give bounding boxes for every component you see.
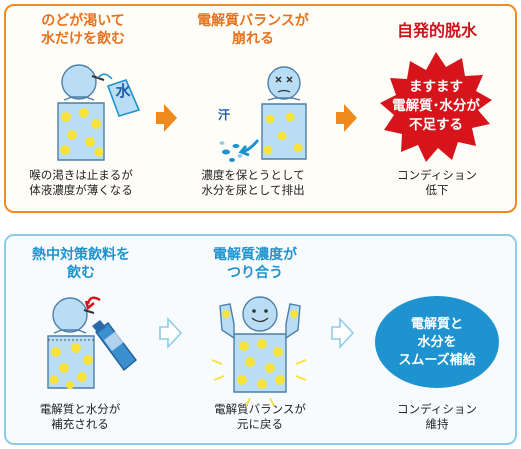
dehydration-burst-shape [380, 52, 492, 162]
burst-text: ますます 電解質･水分が 不足する [392, 79, 480, 133]
arrow-right-icon [336, 104, 357, 132]
sweat-label: 汗 [218, 108, 231, 122]
figure-drinking-sports-drink [47, 297, 95, 389]
arrow-right-icon [331, 316, 355, 350]
water-cup-label: 水 [115, 82, 131, 100]
bottom-step3-caption: コンディション 維持 [397, 402, 477, 431]
figure-drinking-water [57, 64, 105, 161]
ellipse-text: 電解質と 水分を スムーズ補給 [398, 317, 476, 368]
arrow-right-icon [159, 316, 183, 350]
sweat-drops-icon [219, 139, 260, 162]
bottom-step1-title: 熱中対策飲料を 飲む [32, 247, 130, 281]
arrow-right-icon [156, 104, 177, 132]
figure-balanced-happy [211, 296, 307, 407]
top-step1-caption: 喉の渇きは止まるが 体液濃度が薄くなる [29, 168, 133, 197]
bottom-step2-title: 電解質濃度が つり合う [213, 247, 297, 281]
water-cup-icon [97, 73, 141, 117]
top-step2-caption: 濃度を保とうとして 水分を尿として排出 [201, 168, 305, 197]
top-step2-title: 電解質バランスが 崩れる [197, 13, 309, 47]
figure-electrolyte-imbalance [261, 66, 307, 160]
top-step1-title: のどが渇いて 水だけを飲む [41, 13, 125, 47]
bottom-step1-caption: 電解質と水分が 補充される [39, 402, 121, 431]
top-step3-caption: コンディション 低下 [397, 168, 477, 197]
bottom-step2-caption: 電解質バランスが 元に戻る [214, 402, 306, 431]
top-step3-title: 自発的脱水 [396, 21, 477, 40]
sports-drink-bottle-icon [84, 296, 137, 372]
supply-ellipse-shape [375, 296, 499, 388]
